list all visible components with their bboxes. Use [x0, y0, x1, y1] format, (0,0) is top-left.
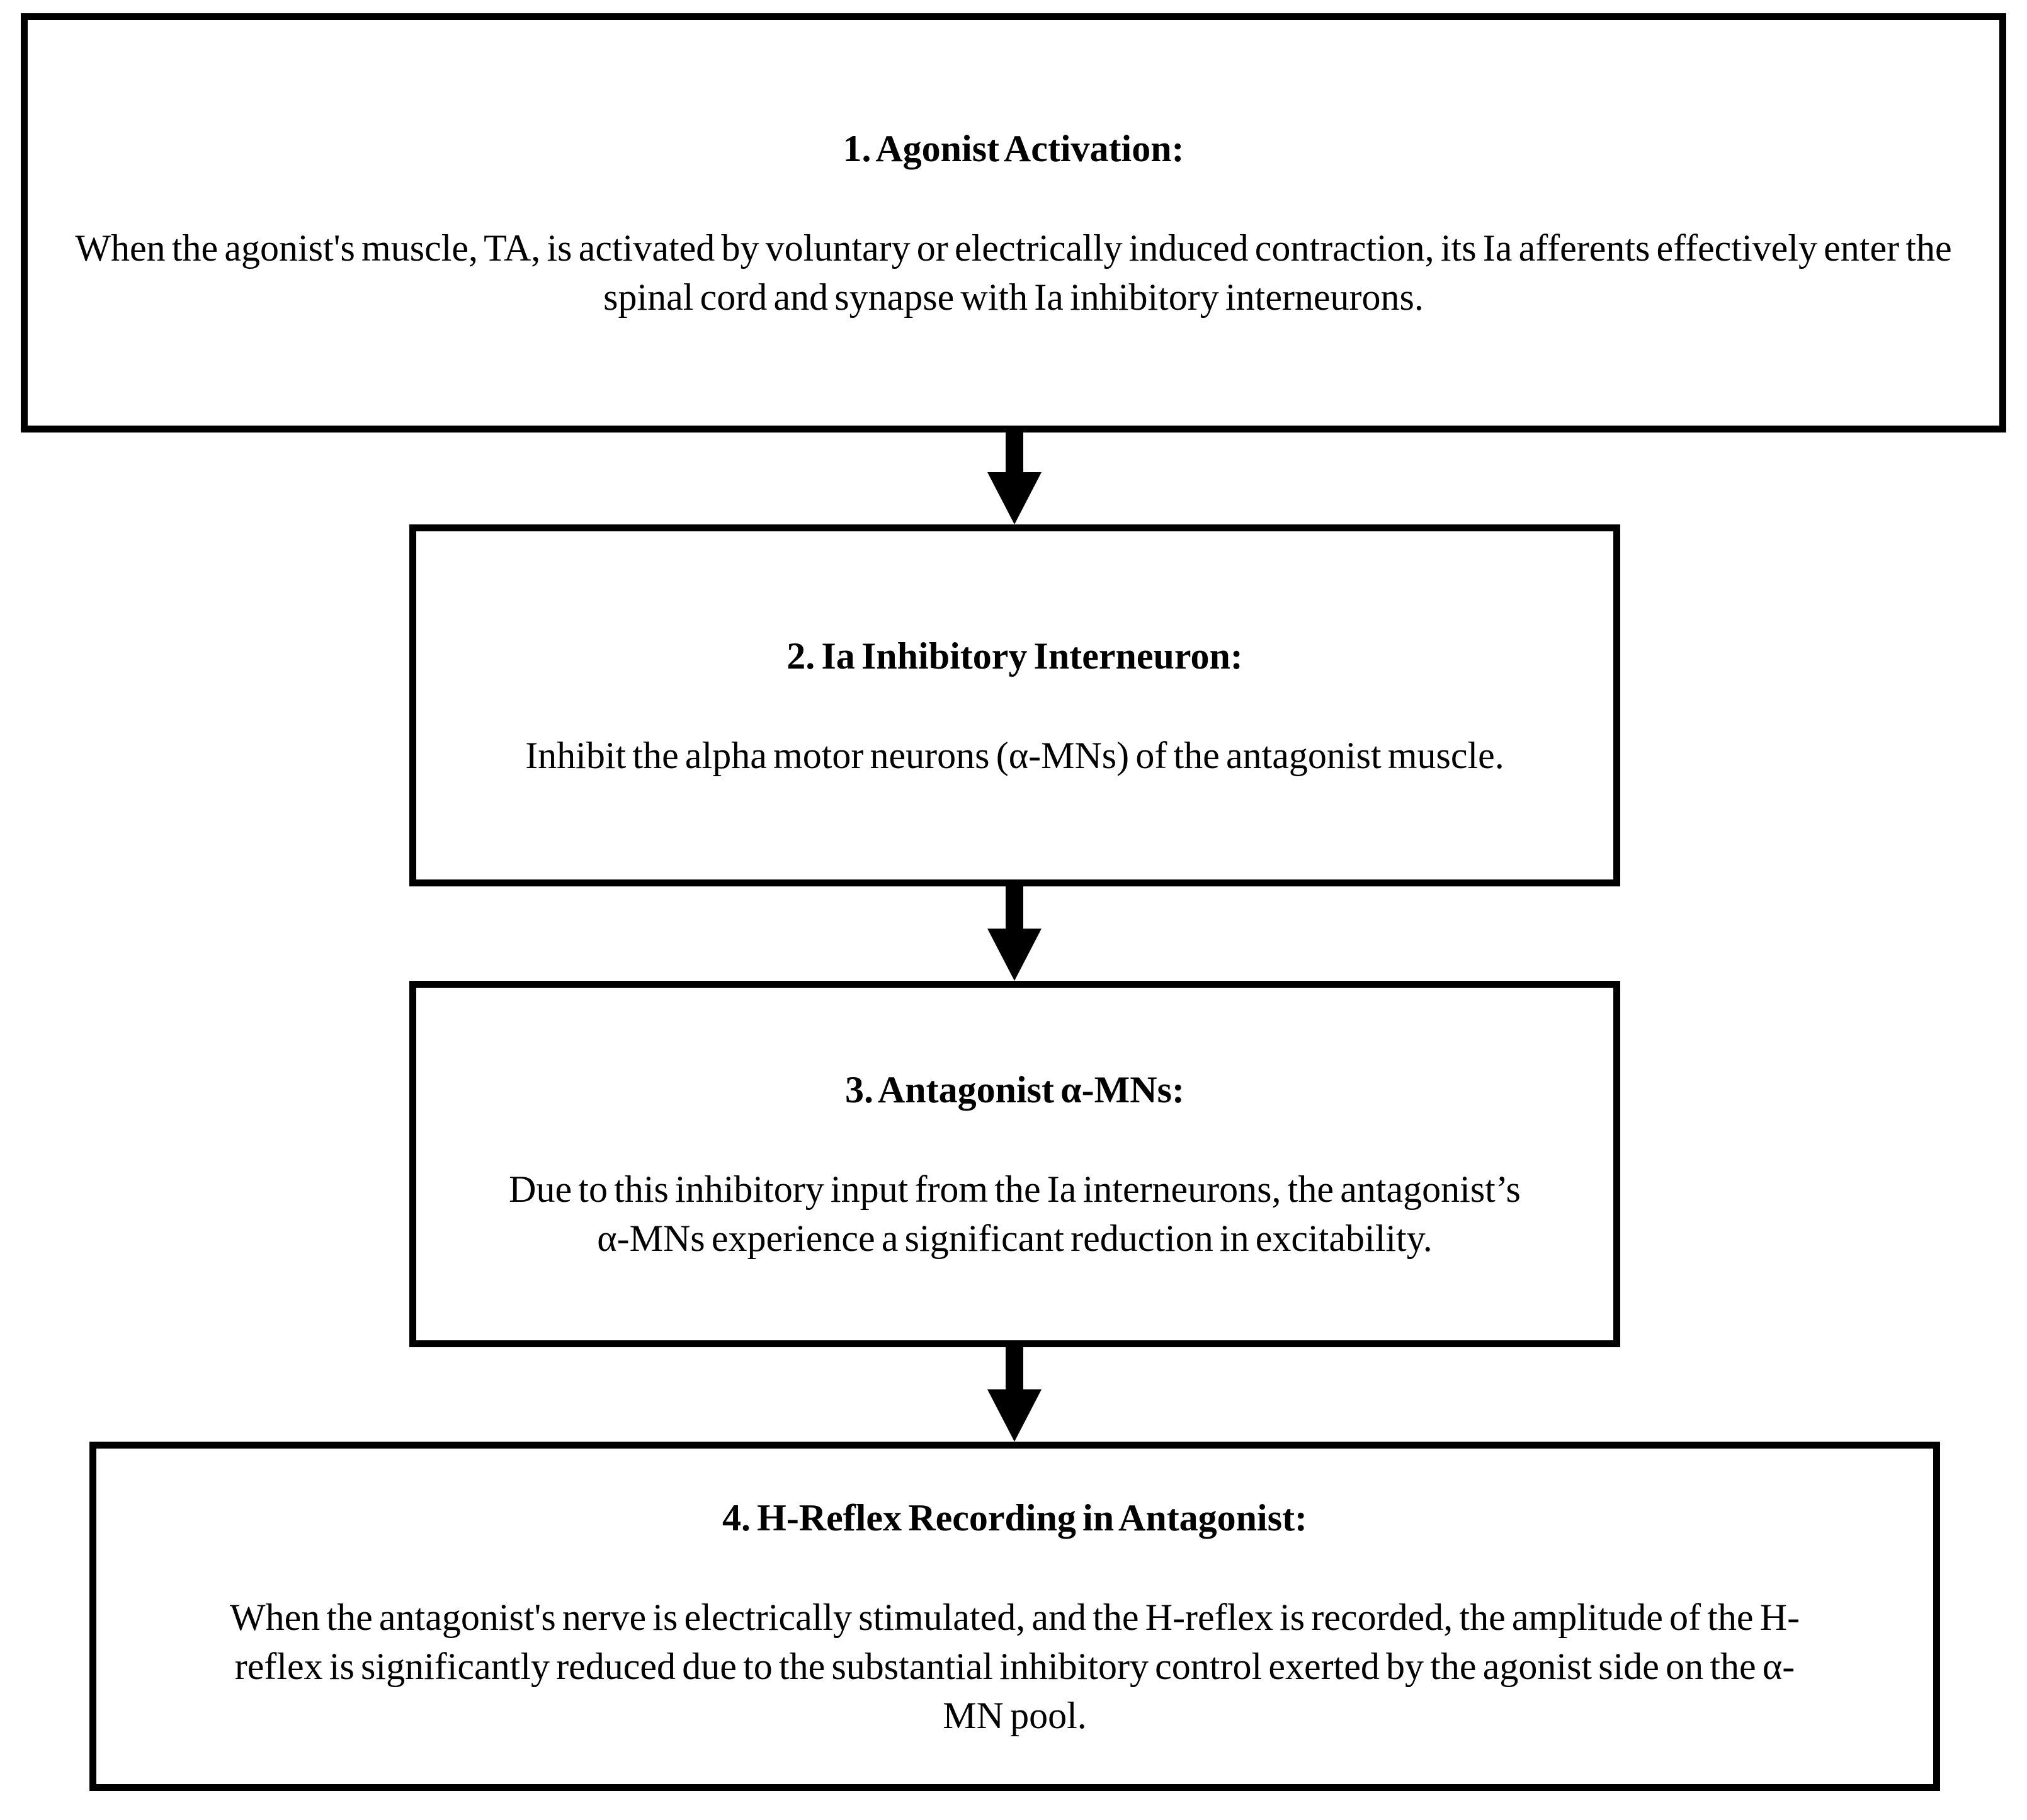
step-1-agonist-activation-box: 1. Agonist Activation: When the agonist'… [21, 13, 2006, 432]
step-2-body: Inhibit the alpha motor neurons (α-MNs) … [525, 734, 1504, 776]
step-3-title: 3. Antagonist α-MNs: [845, 1069, 1184, 1111]
step-4-h-reflex-recording-box: 4. H-Reflex Recording in Antagonist: Whe… [89, 1442, 1940, 1791]
arrow-stem [1006, 881, 1023, 929]
step-3-body: Due to this inhibitory input from the Ia… [509, 1168, 1521, 1259]
arrow-stem [1006, 428, 1023, 472]
arrow-down-icon-2 [987, 881, 1042, 981]
step-1-body: When the agonist's muscle, TA, is activa… [75, 227, 1952, 318]
step-4-title: 4. H-Reflex Recording in Antagonist: [722, 1496, 1308, 1539]
step-2-title: 2. Ia Inhibitory Interneuron: [786, 635, 1243, 677]
step-3-antagonist-mns-box: 3. Antagonist α-MNs: Due to this inhibit… [409, 981, 1620, 1347]
step-4-body: When the antagonist's nerve is electrica… [229, 1596, 1800, 1736]
arrow-down-icon-1 [987, 428, 1042, 524]
step-1-title: 1. Agonist Activation: [843, 128, 1184, 169]
arrow-head [987, 929, 1042, 981]
arrow-down-icon-3 [987, 1343, 1042, 1442]
step-2-ia-inhibitory-interneuron-box: 2. Ia Inhibitory Interneuron: Inhibit th… [409, 524, 1620, 886]
arrow-head [987, 1389, 1042, 1442]
arrow-head [987, 472, 1042, 524]
arrow-stem [1006, 1343, 1023, 1389]
